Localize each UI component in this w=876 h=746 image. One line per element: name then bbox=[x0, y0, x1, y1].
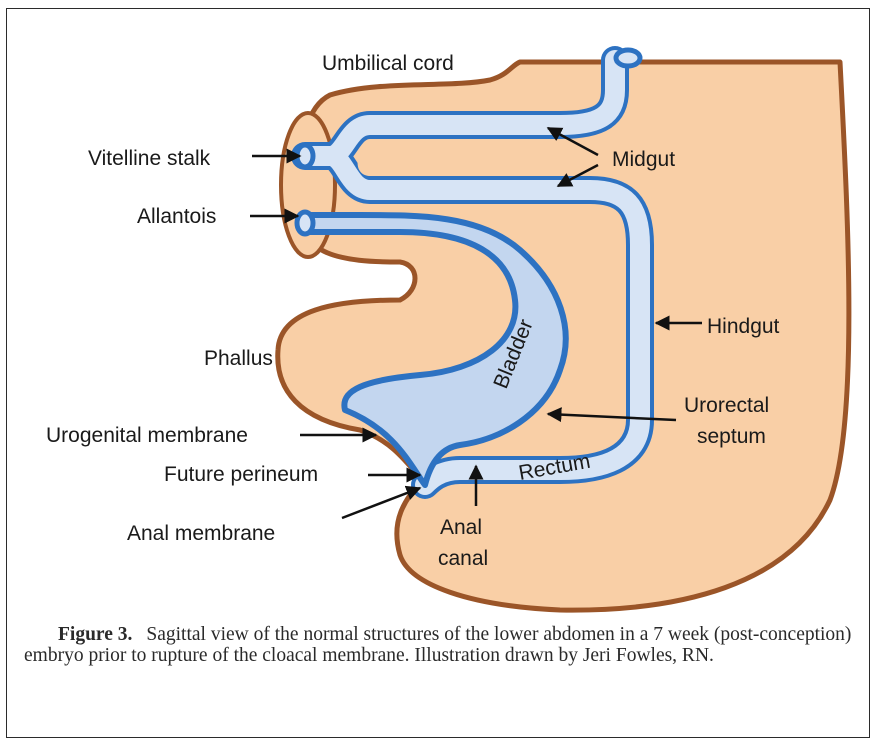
label-umbilical-cord: Umbilical cord bbox=[322, 52, 454, 75]
label-urogenital-membrane: Urogenital membrane bbox=[46, 424, 248, 447]
midgut-end bbox=[616, 50, 640, 66]
caption-text: Sagittal view of the normal structures o… bbox=[24, 624, 851, 666]
label-anal-membrane: Anal membrane bbox=[127, 522, 275, 545]
label-hindgut: Hindgut bbox=[707, 315, 780, 338]
label-midgut: Midgut bbox=[612, 148, 675, 171]
label-anal-canal-2: canal bbox=[438, 547, 488, 570]
midgut-loop-inner bbox=[358, 140, 590, 176]
label-urorectal-1: Urorectal bbox=[684, 394, 769, 417]
label-phallus: Phallus bbox=[204, 347, 273, 370]
label-urorectal-2: septum bbox=[697, 425, 766, 448]
label-anal-canal-1: Anal bbox=[440, 516, 482, 539]
embryo-diagram: Umbilical cord Vitelline stalk Allantois… bbox=[0, 0, 876, 620]
allantois-end bbox=[297, 212, 313, 234]
label-allantois: Allantois bbox=[137, 205, 216, 228]
label-vitelline-stalk: Vitelline stalk bbox=[88, 147, 211, 170]
label-future-perineum: Future perineum bbox=[164, 463, 318, 486]
figure-caption: Figure 3.Sagittal view of the normal str… bbox=[24, 624, 854, 666]
figure-label: Figure 3. bbox=[58, 624, 132, 645]
